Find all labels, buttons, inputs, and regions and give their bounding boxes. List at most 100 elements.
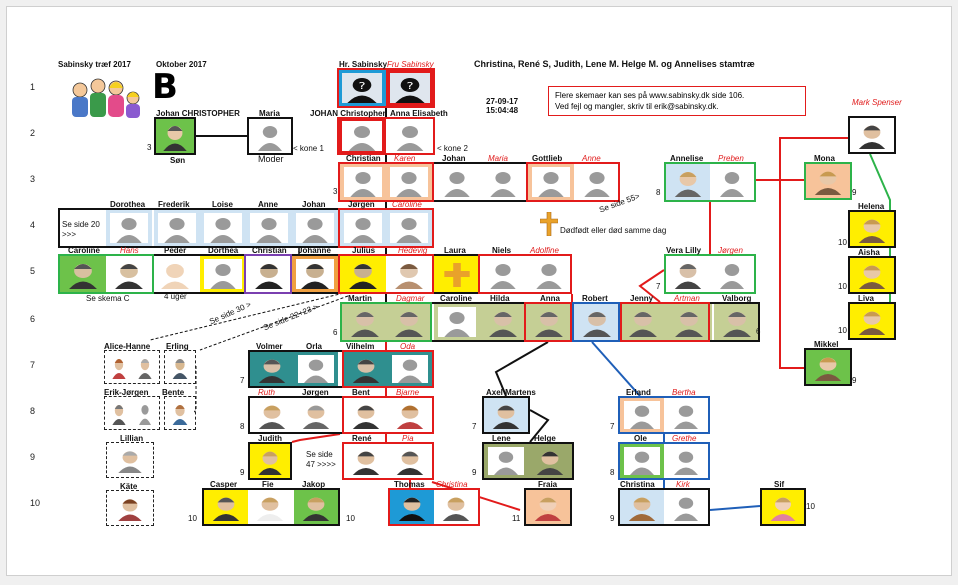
couple-erland-bertha: [618, 396, 710, 434]
gen-num-valborg: 6: [756, 327, 761, 336]
label-judith: Judith: [258, 434, 282, 443]
label-dodfodt: Dødfødt eller død samme dag: [560, 226, 667, 235]
person-r3-maria: [480, 164, 526, 200]
portrait-icon: [156, 259, 194, 289]
person-rene: [344, 444, 388, 478]
label-r5-2: Peder: [164, 246, 187, 255]
person-christina: [620, 490, 664, 524]
line-robert-erland: [591, 341, 641, 397]
label-vera-lilly: Vera Lilly: [666, 246, 702, 255]
label-r5-5: Johanne: [298, 246, 331, 255]
portrait-icon: [136, 355, 154, 379]
gen-num-helena: 10: [838, 238, 847, 247]
gen-num-aisha: 10: [838, 282, 847, 291]
label-r5-1: Hans: [120, 246, 139, 255]
person-preben: [710, 164, 754, 200]
gen-num-r2: 3: [147, 143, 152, 152]
label-orla: Orla: [306, 342, 323, 351]
label-r4-5: Jørgen: [348, 200, 375, 209]
couple-bent-bjarne: [342, 396, 434, 434]
siblings-row-10: [202, 488, 340, 526]
label-hr-sabinsky: Hr. Sabinsky: [339, 60, 388, 69]
person-jakop: [294, 490, 338, 524]
label-r5-3: Dorthea: [208, 246, 239, 255]
person-r6-4: [526, 304, 572, 340]
label-erland: Erland: [626, 388, 651, 397]
label-annelise: Annelise: [670, 154, 704, 163]
row-number: 8: [30, 406, 36, 416]
label-bertha: Bertha: [672, 388, 696, 397]
label-helge: Helge: [534, 434, 556, 443]
box-maria: [247, 117, 293, 155]
portrait-icon: [854, 121, 890, 149]
box-mark-spenser: [848, 116, 896, 154]
couple-niels-adolfine: [478, 254, 572, 294]
portrait-icon: [484, 259, 522, 289]
portrait-icon: [854, 307, 890, 335]
person-kirk: [664, 490, 708, 524]
reunion-title: Sabinsky træf 2017: [58, 60, 131, 69]
portrait-icon: [110, 355, 128, 379]
portrait-icon: [208, 493, 244, 521]
svg-text:?: ?: [406, 80, 413, 92]
portrait-icon: ?: [342, 73, 382, 103]
person-lene: [484, 444, 528, 478]
label-r5-0: Caroline: [68, 246, 101, 255]
portrait-icon: [438, 259, 476, 289]
portrait-icon: [136, 401, 154, 425]
couple-vilhelm-oda: [342, 350, 434, 388]
label-r6-7: Artman: [674, 294, 700, 303]
box-axel-martens: [482, 396, 530, 434]
person-lillian: [110, 444, 150, 476]
row-number: 6: [30, 314, 36, 324]
gen-num-ruth: 8: [240, 422, 245, 431]
gen-num-liva: 10: [838, 326, 847, 335]
gen-num-mikkel: 9: [852, 376, 857, 385]
person-right-2: [850, 258, 894, 292]
person-fraia: [526, 490, 570, 524]
portrait-icon: [488, 401, 524, 429]
print-date: 27-09-17: [486, 97, 519, 106]
label-johan-christopher-2: JOHAN Christopher: [310, 109, 386, 118]
portrait-icon: [254, 355, 290, 383]
portrait-icon: [250, 259, 288, 289]
couple-jenny-artman: [620, 302, 710, 342]
person-r4-5: [340, 210, 386, 246]
portrait-icon: [668, 401, 704, 429]
label-se-side-20: Se side 20: [62, 220, 100, 229]
label-r4-2: Loise: [212, 200, 233, 209]
dashed-kate: [106, 490, 154, 526]
gen-num-martin: 6: [333, 328, 338, 337]
label-pia: Pia: [402, 434, 414, 443]
person-r5-8: [434, 256, 480, 292]
portrait-icon: [392, 401, 428, 429]
portrait-icon: [159, 121, 191, 151]
portrait-icon: [348, 401, 384, 429]
label-r4-4: Johan: [302, 200, 326, 209]
portrait-icon: [250, 213, 288, 243]
label-jorgen-red: Jørgen: [718, 246, 743, 255]
person-r5-7: [386, 256, 432, 292]
schema-letter: B: [152, 67, 178, 107]
portrait-icon: [394, 493, 430, 521]
gen-num-judith: 9: [240, 468, 245, 477]
box-right-2: [848, 256, 896, 294]
label-sif: Sif: [774, 480, 785, 489]
portrait-icon: [484, 307, 522, 337]
person-christina-red: [434, 490, 478, 524]
label-thomas: Thomas: [394, 480, 425, 489]
portrait-icon: [158, 213, 196, 243]
month-label: Oktober 2017: [156, 60, 207, 69]
person-r6-7: [666, 304, 712, 340]
portrait-icon: [254, 401, 290, 429]
portrait-icon: [252, 493, 288, 521]
person-r5-6: [340, 256, 386, 292]
label-right-1: Helena: [858, 202, 885, 211]
label-se-skema-c: Se skema C: [86, 294, 130, 303]
portrait-icon: [670, 259, 706, 289]
label-kone-1: < kone 1: [293, 144, 324, 153]
label-erik-jorgen: Erik-Jørgen: [104, 388, 149, 397]
portrait-icon: [484, 167, 522, 197]
person-erik-jorgen-2: [132, 398, 158, 428]
label-grethe: Grethe: [672, 434, 697, 443]
